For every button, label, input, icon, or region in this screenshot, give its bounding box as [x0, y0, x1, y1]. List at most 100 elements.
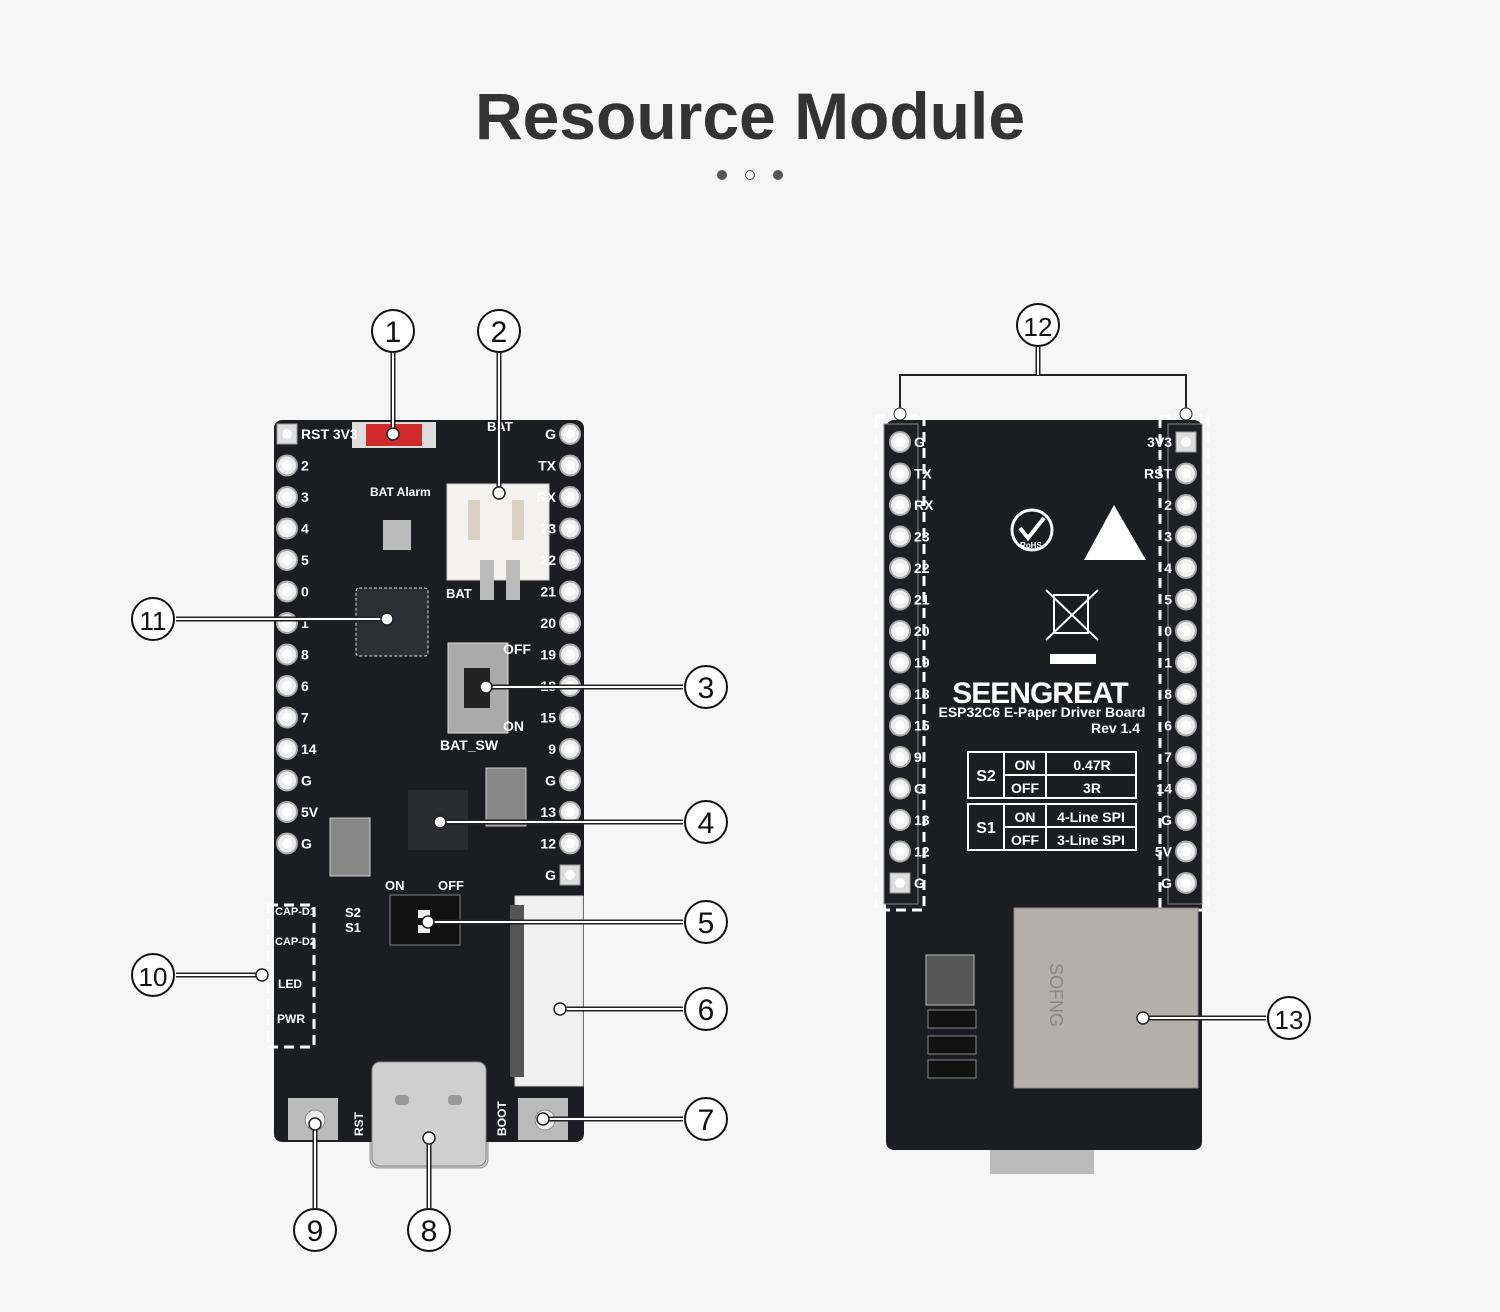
pin-label: 15	[540, 710, 556, 726]
pin-label: G	[301, 773, 312, 789]
pin-label: 13	[540, 804, 556, 820]
switch-off-label: OFF	[503, 641, 531, 657]
callout-9: 9	[293, 1117, 337, 1252]
switch-table	[967, 751, 1137, 851]
pin-label: RX	[914, 497, 934, 513]
callout-number: 11	[140, 606, 167, 636]
boot-label: BOOT	[495, 1101, 509, 1136]
pin-label: 6	[1164, 718, 1172, 734]
front-pcb	[274, 420, 584, 1142]
callout-circle	[684, 665, 728, 709]
sd-brand-label: SOFNG	[1046, 963, 1066, 1027]
s1-on-state: ON	[1015, 809, 1036, 825]
pager-dots	[0, 170, 1500, 180]
pin-label: 19	[914, 655, 930, 671]
led-cap1-label: CAP-D1	[275, 906, 316, 918]
pin-label: G	[1161, 812, 1172, 828]
callout-number: 12	[1024, 312, 1053, 342]
pin-label: 3	[1164, 529, 1172, 545]
dip-s1-label: S1	[345, 920, 361, 935]
s2-off-value: 3R	[1083, 780, 1101, 796]
pager-dot[interactable]	[773, 170, 783, 180]
callout-number: 3	[698, 672, 715, 705]
callout-anchor	[479, 680, 493, 694]
pin-label: G	[914, 434, 925, 450]
callout-12: 12	[1016, 303, 1060, 375]
brand-logo: SEENGREAT	[952, 677, 1128, 710]
header-bracket	[899, 374, 1187, 412]
pin-label: G	[545, 867, 556, 883]
pin-label: 14	[1156, 781, 1172, 797]
pin-label: 12	[914, 844, 930, 860]
pin-label: 1	[301, 615, 309, 631]
pin-label: 5V	[1155, 844, 1173, 860]
pin-label: 13	[914, 812, 930, 828]
callout-5: 5	[421, 900, 728, 944]
callout-circle	[477, 309, 521, 353]
callout-number: 13	[1275, 1005, 1304, 1035]
pin-label: 15	[914, 718, 930, 734]
switch-on-label: ON	[503, 718, 524, 734]
callout-anchor	[553, 1002, 567, 1016]
callout-anchor	[380, 612, 394, 626]
pin-label: 21	[540, 584, 556, 600]
dip-s2-label: S2	[345, 905, 361, 920]
pwr-label: PWR	[277, 1012, 305, 1026]
pin-label: 9	[548, 741, 556, 757]
pager-dot[interactable]	[717, 170, 727, 180]
pin-label: RX	[537, 489, 557, 505]
pin-label: 5	[1164, 592, 1172, 608]
pin-label: 20	[914, 623, 930, 639]
pin-label: G	[301, 836, 312, 852]
led-cap2-label: CAP-D2	[275, 936, 316, 948]
callout-3: 3	[479, 665, 728, 709]
callout-circle	[1016, 303, 1060, 347]
callout-6: 6	[553, 987, 728, 1031]
page-title: Resource Module	[474, 79, 1026, 153]
pin-label: 8	[1164, 686, 1172, 702]
callout-anchor	[386, 427, 400, 441]
pager-dot-active[interactable]	[745, 170, 755, 180]
s1-off-state: OFF	[1011, 832, 1039, 848]
callout-anchor	[255, 968, 269, 982]
callout-anchor	[308, 1117, 322, 1131]
callout-anchor	[422, 1131, 436, 1145]
pin-label: 6	[301, 678, 309, 694]
pin-label: 5V	[301, 804, 319, 820]
s1-on-value: 4-Line SPI	[1057, 809, 1125, 825]
pin-label: 20	[540, 615, 556, 631]
pin-label: 2	[301, 458, 309, 474]
callout-circle	[131, 597, 175, 641]
pin-label: 4	[301, 521, 309, 537]
sd-card-slot	[1013, 907, 1199, 1089]
callout-circle	[684, 900, 728, 944]
pin-label: 0	[1164, 623, 1172, 639]
pin-label: 18	[914, 686, 930, 702]
rohs-icon	[1010, 508, 1054, 552]
callout-11: 11	[131, 597, 394, 641]
pin-label: TX	[538, 458, 557, 474]
inductor-left	[329, 817, 371, 877]
switch-s1-label: S1	[976, 820, 996, 837]
callout-number: 4	[698, 807, 715, 840]
callout-circle	[1267, 996, 1311, 1040]
led-label: LED	[278, 977, 302, 991]
pin-label: RST	[1144, 466, 1172, 482]
crystal	[383, 520, 411, 550]
pin-label: 1	[1164, 655, 1172, 671]
callout-circle	[131, 953, 175, 997]
pin-label: TX	[914, 466, 933, 482]
pin-label: G	[1161, 875, 1172, 891]
callout-anchor	[536, 1112, 550, 1126]
callout-1: 1	[371, 309, 415, 441]
pin-label: 0	[301, 584, 309, 600]
bat-sw-label: BAT_SW	[440, 737, 499, 753]
callout-7: 7	[536, 1097, 728, 1141]
callout-10: 10	[131, 953, 269, 997]
pin-label: G	[914, 875, 925, 891]
callout-anchor	[433, 815, 447, 829]
callout-circle	[684, 1097, 728, 1141]
